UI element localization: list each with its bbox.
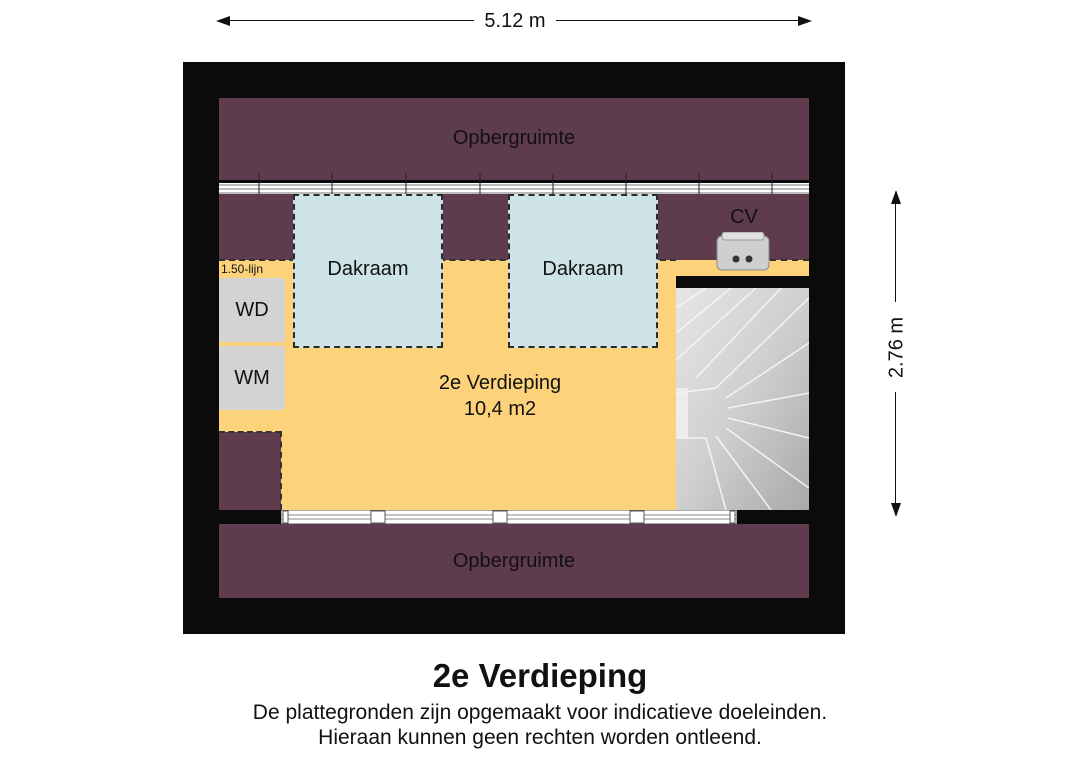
width-dimension-label: 5.12 m (484, 10, 546, 32)
dryer: WD (219, 278, 285, 342)
height-line-corner-h (219, 431, 281, 433)
arrow-left-icon (216, 16, 230, 26)
arrow-right-icon (798, 16, 812, 26)
height-line-corner-v (280, 431, 282, 510)
room-area: 10,4 m2 (463, 398, 537, 420)
dryer-label: WD (235, 298, 269, 321)
boiler-icon (716, 232, 770, 271)
storage-top (219, 98, 809, 180)
staircase (676, 288, 809, 510)
skylight-left-label: Dakraam (327, 258, 409, 280)
arrow-up-icon (891, 190, 901, 204)
boiler-label: CV (730, 206, 758, 228)
arrow-down-icon (891, 503, 901, 517)
height-line-label: 1.50-lijn (221, 262, 264, 276)
storage-top-label: Opbergruimte (452, 127, 576, 149)
disclaimer-line-1: De plattegronden zijn opgemaakt voor ind… (252, 701, 828, 724)
height-line-top-right (770, 259, 809, 261)
low-ceiling-corner (219, 432, 281, 510)
storage-bottom-label: Opbergruimte (452, 550, 576, 572)
stair-wall (676, 276, 809, 288)
disclaimer-line-2: Hieraan kunnen geen rechten worden ontle… (318, 726, 762, 749)
height-dimension-label: 2.76 m (885, 316, 908, 379)
roof-beam (219, 173, 809, 203)
skylight-left (293, 194, 443, 348)
washer-label: WM (234, 366, 270, 389)
skylight-right (508, 194, 658, 348)
washer: WM (219, 346, 285, 410)
height-line-top (219, 259, 676, 261)
floor-title: 2e Verdieping (432, 657, 648, 694)
window (281, 510, 737, 524)
room-name: 2e Verdieping (438, 372, 562, 394)
storage-bottom (219, 524, 809, 598)
skylight-right-label: Dakraam (542, 258, 624, 280)
